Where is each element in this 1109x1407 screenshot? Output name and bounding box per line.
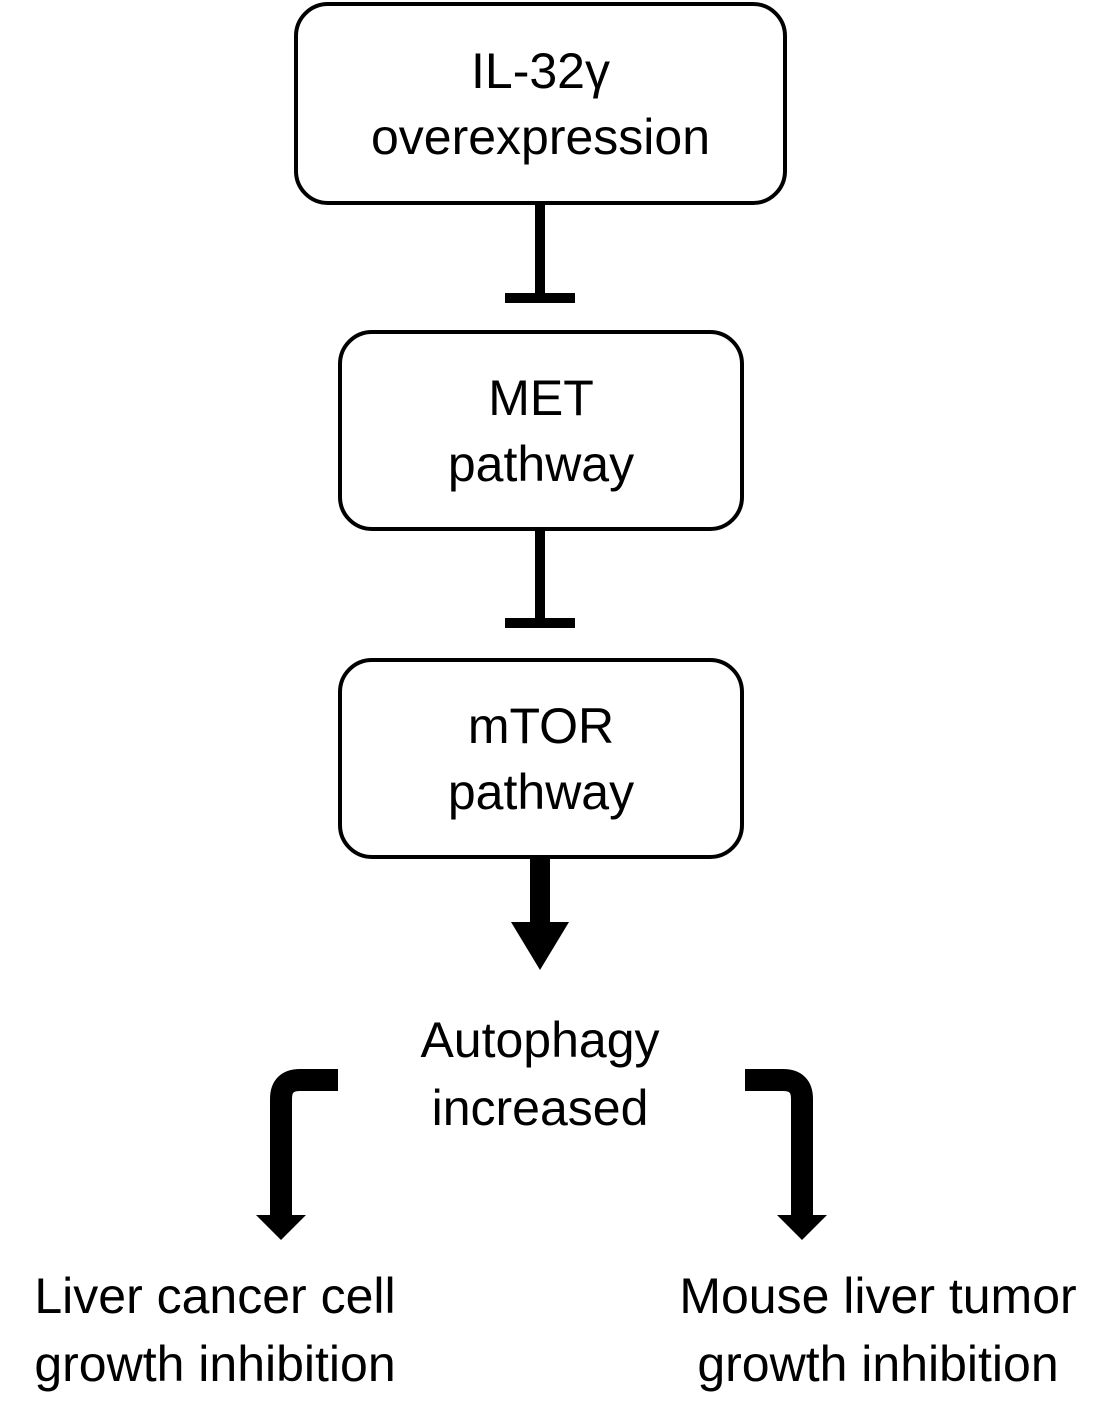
activation-edge-autophagy-right [745,1069,827,1240]
result-label-line2: growth inhibition [34,1336,396,1392]
outcome-label-line1: Autophagy [420,1012,660,1068]
node-il32-overexpression: IL-32γ overexpression [294,2,787,205]
activation-edge-mtor-autophagy [511,858,569,970]
node-met-pathway: MET pathway [338,330,744,531]
result-label-line1: Liver cancer cell [34,1268,396,1324]
arrow-shaft [745,1069,813,1218]
inhibition-edge-il32-met [505,204,575,303]
result-label-line1: Mouse liver tumor [679,1268,1077,1324]
arrow-head [777,1215,827,1240]
arrow-head [256,1215,306,1240]
arrow-head [511,922,569,970]
node-label-line1: mTOR [467,697,615,754]
inhibition-edge-met-mtor [505,530,575,628]
node-label-line2: pathway [447,763,635,820]
node-label-line2: overexpression [370,108,711,165]
node-label-line1: IL-32γ [471,42,610,99]
arrow-shaft [270,1069,338,1218]
outcome-label-line2: increased [431,1080,649,1136]
result-mouse-liver-tumor: Mouse liver tumor growth inhibition [650,1262,1106,1398]
node-label-line1: MET [488,369,594,426]
node-label-line2: pathway [447,435,635,492]
outcome-autophagy-increased: Autophagy increased [380,1006,700,1142]
result-liver-cancer-cell: Liver cancer cell growth inhibition [0,1262,430,1398]
node-mtor-pathway: mTOR pathway [338,658,744,859]
result-label-line2: growth inhibition [697,1336,1059,1392]
activation-edge-autophagy-left [256,1069,338,1240]
